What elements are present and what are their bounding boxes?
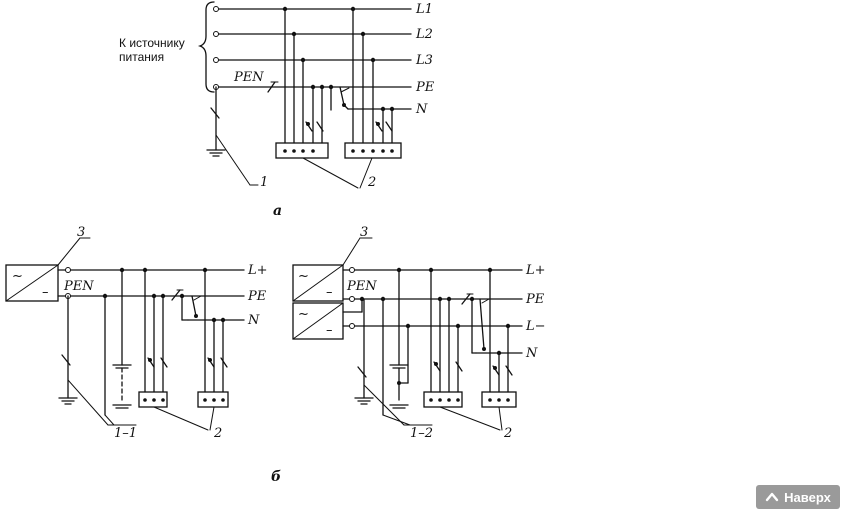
- figure-a: К источнику питания L1 L2 L3 PE N PEN: [119, 1, 435, 219]
- callout-1-2-leader: [363, 384, 405, 426]
- ac-symbol: ~: [298, 269, 309, 284]
- label-Lplus: L+: [247, 263, 268, 278]
- label-PEN: PEN: [63, 279, 94, 294]
- label-N: N: [525, 346, 538, 361]
- callout-3-leader: [57, 237, 81, 266]
- callout-3-leader: [342, 237, 361, 266]
- label-PEN: PEN: [346, 279, 377, 294]
- label-PEN: PEN: [233, 70, 264, 85]
- pen-break-mark: [267, 81, 276, 93]
- ac-symbol: ~: [12, 269, 23, 284]
- pen-break-mark: [461, 293, 471, 305]
- earth-break: [61, 354, 71, 366]
- callout-2-leader: [153, 406, 209, 431]
- earth-break: [210, 107, 220, 119]
- source-label-line1: К источнику: [119, 36, 185, 50]
- chevron-up-icon: [765, 492, 779, 502]
- dc-symbol: –: [42, 285, 49, 300]
- break-mark: [505, 365, 513, 376]
- callout-3: 3: [360, 225, 368, 240]
- label-PE: PE: [525, 292, 545, 307]
- callout-1-2: 1–2: [410, 426, 433, 441]
- break-mark: [220, 357, 228, 368]
- figure-b-left: ~ – L+ PE N PEN: [5, 225, 268, 441]
- label-N: N: [247, 313, 260, 328]
- dc-symbol: –: [326, 285, 333, 300]
- subfigure-label-b: б: [271, 469, 281, 485]
- terminal: [213, 31, 219, 37]
- callout-2-leader: [439, 406, 501, 431]
- receiver-box-1: [423, 391, 463, 408]
- callout-3: 3: [77, 225, 85, 240]
- callout-1-leader: [215, 134, 251, 186]
- figure-b-right: ~ – ~ – L+ PE L− N PEN: [292, 225, 546, 441]
- break-mark: [316, 121, 324, 132]
- label-Lplus: L+: [525, 263, 546, 278]
- earth-break: [357, 366, 367, 378]
- break-mark: [160, 357, 168, 368]
- label-L1: L1: [415, 2, 433, 17]
- dc-symbol: –: [326, 323, 333, 338]
- pen-break-mark: [171, 289, 181, 301]
- source-brace: [197, 1, 215, 93]
- callout-1: 1: [260, 175, 268, 190]
- callout-2: 2: [503, 426, 512, 441]
- subfigure-label-a: а: [273, 203, 282, 219]
- label-N: N: [415, 102, 428, 117]
- pe-n-split: [339, 86, 345, 106]
- label-L2: L2: [415, 27, 433, 42]
- label-PE: PE: [415, 80, 435, 95]
- terminal: [213, 57, 219, 63]
- callout-1-1: 1–1: [114, 426, 137, 441]
- source-label-line2: питания: [119, 50, 164, 64]
- scroll-to-top-label: Наверх: [784, 489, 831, 505]
- break-mark: [385, 121, 393, 132]
- terminal: [213, 6, 219, 12]
- callout-2: 2: [213, 426, 222, 441]
- callout-2: 2: [367, 175, 376, 190]
- label-Lminus: L−: [525, 319, 546, 334]
- ac-symbol: ~: [298, 307, 309, 322]
- scroll-to-top-button[interactable]: Наверх: [756, 485, 840, 509]
- label-PE: PE: [247, 289, 267, 304]
- label-L3: L3: [415, 53, 433, 68]
- callout-1-1-leader: [67, 379, 109, 426]
- callout-2-leader: [302, 157, 359, 189]
- break-mark: [455, 361, 463, 372]
